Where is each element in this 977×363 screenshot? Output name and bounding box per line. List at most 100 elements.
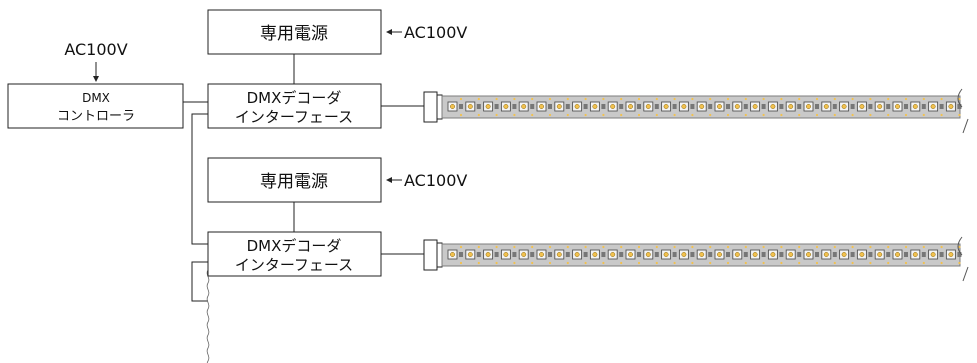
strip-pad [584,97,587,101]
strip-pad [780,97,783,101]
led-dot [699,252,705,257]
strip-pad [459,245,463,249]
strip-resistor [548,252,552,257]
strip-pad [762,261,765,265]
led-dot [521,252,527,257]
strip-pad [477,113,480,117]
led-dot [450,252,455,257]
decoder-label-line1: DMXデコーダ [247,237,342,255]
led-dot [806,104,811,109]
strip-pad [548,245,552,249]
strip-pad [655,245,658,249]
led-dot [752,104,758,109]
strip-pad [851,245,854,249]
strip-connector [423,91,438,123]
led-dot [485,104,491,109]
strip-resistor [743,104,748,109]
dmx-bus-wire [191,113,208,245]
strip-pad [940,261,943,265]
led-dot [752,252,758,257]
strip-pad [495,245,498,249]
psu-input-arrow [386,29,402,35]
led-dot [663,252,669,257]
led-dot [592,252,598,257]
strip-resistor [619,252,624,257]
strip-pad [780,261,783,265]
led-dot [610,252,616,257]
dmx-bus-continuation [191,261,208,302]
strip-resistor [654,104,659,109]
strip-pad [904,113,908,117]
led-dot [841,252,847,257]
strip-resistor [868,252,873,257]
strip-resistor [583,252,588,257]
psu-input-label: AC100V [404,23,467,42]
strip-pad [744,261,747,265]
strip-pad [833,97,836,101]
led-dot [592,104,598,109]
strip-pad [513,245,516,249]
strip-pad [798,97,801,101]
strip-resistor [868,104,873,109]
strip-pad [851,261,854,265]
strip-resistor [939,252,944,257]
strip-pad [958,97,961,101]
strip-pad [762,97,765,101]
strip-connector [423,239,438,271]
strip-pad [673,245,676,249]
led-dot [681,252,687,257]
led-dot [770,252,776,257]
strip-pad [709,245,712,249]
strip-resistor [850,252,855,257]
led-dot [503,252,509,257]
strip-pad [531,261,534,265]
led-dot [450,104,455,109]
strip-pad [566,245,569,249]
strip-pad [584,113,587,117]
strip-resistor [743,252,748,257]
dmx-decoder-box [207,231,382,277]
controller-input-arrow [93,62,99,82]
strip-resistor [476,252,481,257]
strip-resistor [939,104,944,109]
strip-resistor [797,104,802,109]
strip-resistor [761,104,766,109]
strip-pad [620,113,623,117]
strip-pad [815,97,819,101]
strip-pad [922,97,925,101]
strip-pad [477,245,480,249]
strip-pad [709,113,712,117]
strip-pad [726,113,730,117]
strip-pad [477,97,480,101]
strip-pad [798,245,801,249]
led-dot [734,252,740,257]
strip-pad [513,97,516,101]
strip-pad [637,113,641,117]
led-dot [895,104,900,109]
strip-pad [459,261,463,265]
strip-pad [887,245,890,249]
strip-break-mark [957,236,963,256]
strip-pad [726,245,730,249]
strip-resistor [921,104,926,109]
led-dot [467,104,473,109]
psu-input-label: AC100V [404,171,467,190]
decoder-label-line1: DMXデコーダ [247,89,342,107]
strip-pad [940,113,943,117]
strip-resistor [601,104,606,109]
strip-pad [513,261,516,265]
psu-label: 専用電源 [260,172,328,192]
strip-pad [798,261,801,265]
led-dot [717,104,722,109]
strip-pad [620,245,623,249]
led-dot [628,252,633,257]
led-dot [788,104,794,109]
led-dot [645,104,651,109]
strip-pad [851,97,854,101]
strip-pad [815,113,819,117]
strip-pad [602,245,605,249]
strip-resistor [476,104,481,109]
dmx-controller-box [7,83,184,129]
strip-pad [887,97,890,101]
